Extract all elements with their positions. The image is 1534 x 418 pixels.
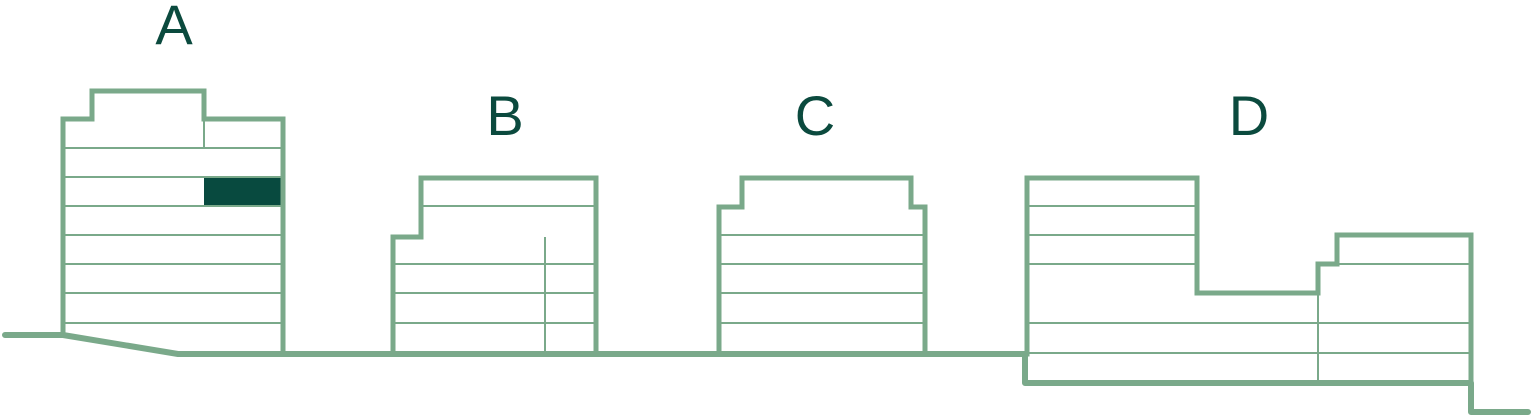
building-d-outline: [1024, 175, 1474, 386]
building-label-c: C: [795, 84, 835, 147]
building-label-a: A: [155, 0, 193, 56]
building-c-outline: [716, 175, 928, 357]
building-b: [390, 175, 599, 357]
building-b-floor-lines: [393, 205, 596, 352]
building-a: [60, 88, 286, 357]
ground-line: [2, 332, 1531, 415]
building-d-floor-lines: [1027, 205, 1471, 383]
building-c-floor-lines: [719, 234, 925, 324]
building-a-floor-lines: [63, 119, 283, 324]
building-b-outline: [390, 175, 599, 357]
building-d: [1024, 175, 1474, 386]
highlighted-unit: [204, 178, 281, 207]
building-c: [716, 175, 928, 357]
building-label-b: B: [486, 84, 523, 147]
building-label-d: D: [1229, 84, 1269, 147]
building-a-outline: [60, 88, 286, 357]
